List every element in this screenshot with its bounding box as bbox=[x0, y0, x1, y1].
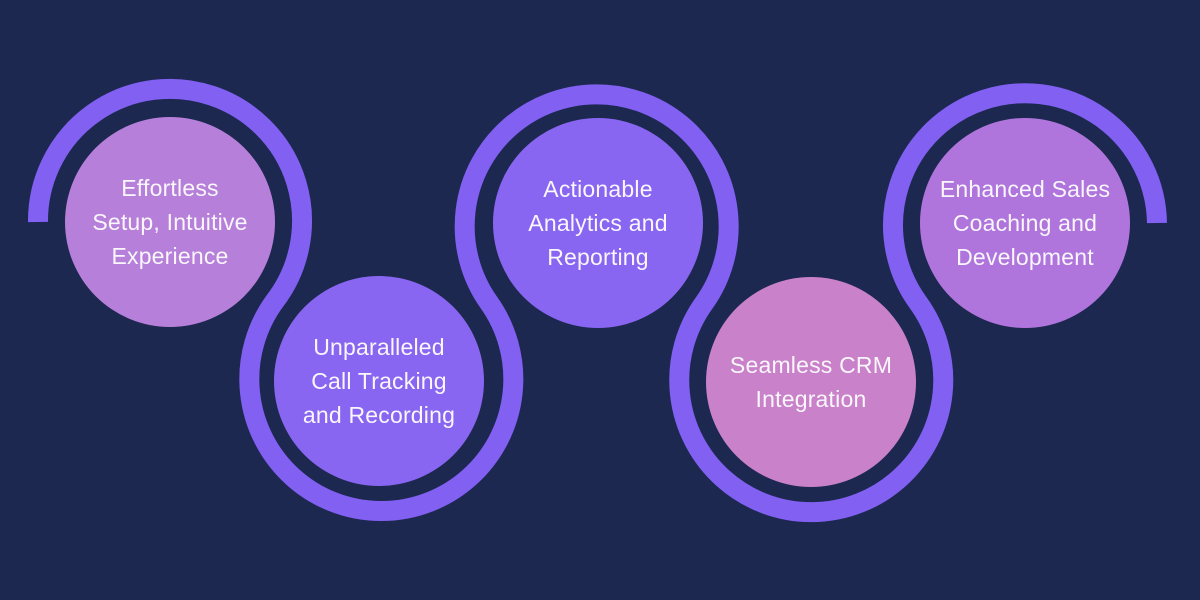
step-circle-call-tracking: Unparalleled Call Tracking and Recording bbox=[274, 276, 484, 486]
step-circle-sales-coaching: Enhanced Sales Coaching and Development bbox=[920, 118, 1130, 328]
step-label-analytics-reporting: Actionable Analytics and Reporting bbox=[528, 176, 668, 270]
step-label-sales-coaching: Enhanced Sales Coaching and Development bbox=[939, 176, 1111, 270]
step-circle-analytics-reporting: Actionable Analytics and Reporting bbox=[493, 118, 703, 328]
step-circle-crm-integration: Seamless CRM Integration bbox=[706, 277, 916, 487]
step-label-effortless-setup: Effortless Setup, Intuitive Experience bbox=[92, 175, 248, 269]
step-label-crm-integration: Seamless CRM Integration bbox=[729, 352, 893, 412]
step-circle-effortless-setup: Effortless Setup, Intuitive Experience bbox=[65, 117, 275, 327]
step-label-call-tracking: Unparalleled Call Tracking and Recording bbox=[302, 334, 456, 428]
ribbon-path bbox=[27, 78, 1167, 523]
